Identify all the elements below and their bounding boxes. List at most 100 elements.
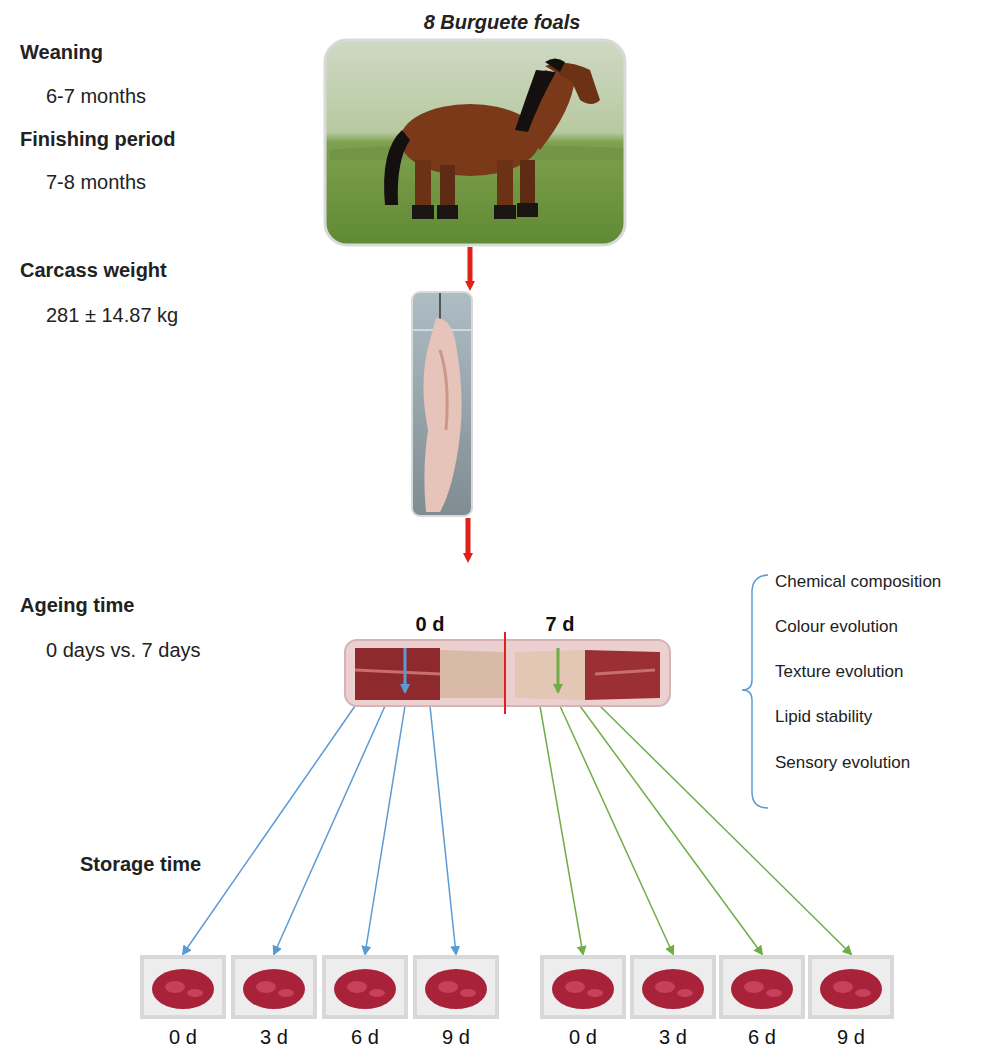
sampling-connector [430, 706, 456, 954]
note-label: Sensory evolution [775, 751, 910, 775]
loin-cut: 0 d7 d [345, 640, 670, 706]
storage-day-label: 3 d [260, 1025, 288, 1049]
shape [855, 989, 871, 997]
shape [235, 959, 313, 1015]
divider-line [504, 632, 506, 714]
steak-photo [808, 955, 894, 1019]
shape [719, 955, 805, 1019]
section-heading: Carcass weight [20, 258, 167, 282]
shape [413, 955, 499, 1019]
section-heading: Storage time [80, 852, 201, 876]
shape [630, 955, 716, 1019]
sampling-arrow [557, 648, 560, 692]
shape [677, 989, 693, 997]
shape [322, 955, 408, 1019]
steak-sample: 6 d [719, 955, 805, 1051]
steak-photo [140, 955, 226, 1019]
shape [417, 959, 495, 1015]
shape [231, 955, 317, 1019]
shape [326, 959, 404, 1015]
shape [723, 959, 801, 1015]
shape [655, 981, 675, 993]
shape [355, 648, 440, 700]
shape [144, 959, 222, 1015]
steak-sample: 9 d [808, 955, 894, 1051]
shape [187, 989, 203, 997]
shape [355, 670, 440, 674]
shape [140, 955, 226, 1019]
shape [731, 969, 793, 1009]
storage-day-label: 6 d [748, 1025, 776, 1049]
steak-photo [630, 955, 716, 1019]
shape [515, 650, 585, 700]
shape [243, 969, 305, 1009]
storage-day-label: 9 d [442, 1025, 470, 1049]
shape [152, 969, 214, 1009]
steak-photo [540, 955, 626, 1019]
note-label: 281 ± 14.87 kg [46, 303, 178, 327]
storage-day-label: 0 d [569, 1025, 597, 1049]
shape [369, 989, 385, 997]
shape [256, 981, 276, 993]
shape [345, 640, 670, 706]
steak-sample: 0 d [140, 955, 226, 1051]
shape [440, 650, 505, 698]
shape [766, 989, 782, 997]
shape [820, 969, 882, 1009]
flow-arrow [466, 518, 471, 558]
ageing-label: 7 d [546, 612, 575, 636]
steak-sample: 0 d [540, 955, 626, 1051]
shape [833, 981, 853, 993]
horse-photo [325, 40, 625, 245]
section-heading: Weaning [20, 40, 103, 64]
shape [595, 670, 655, 674]
shape [585, 650, 660, 700]
section-heading: Finishing period [20, 127, 176, 151]
shape [544, 959, 622, 1015]
shape [587, 989, 603, 997]
note-label: Lipid stability [775, 705, 872, 729]
shape [334, 969, 396, 1009]
steak-sample: 3 d [630, 955, 716, 1051]
shape [460, 989, 476, 997]
ageing-label: 0 d [416, 612, 445, 636]
storage-day-label: 6 d [351, 1025, 379, 1049]
note-label: Colour evolution [775, 615, 898, 639]
steak-sample: 9 d [413, 955, 499, 1051]
bracket [742, 575, 768, 808]
shape [642, 969, 704, 1009]
steak-sample: 3 d [231, 955, 317, 1051]
note-label: Texture evolution [775, 660, 904, 684]
carcass-photo [412, 292, 472, 516]
sampling-connector [560, 706, 673, 954]
shape [278, 989, 294, 997]
shape [347, 981, 367, 993]
note-label: Chemical composition [775, 570, 941, 594]
steak-photo [231, 955, 317, 1019]
shape [812, 959, 890, 1015]
shape [165, 981, 185, 993]
note-label: 7-8 months [46, 170, 146, 194]
sampling-connector [600, 706, 851, 954]
storage-day-label: 0 d [169, 1025, 197, 1049]
shape [744, 981, 764, 993]
shape [634, 959, 712, 1015]
shape [808, 955, 894, 1019]
shape [565, 981, 585, 993]
steak-photo [719, 955, 805, 1019]
title: 8 Burguete foals [424, 10, 581, 34]
section-heading: Ageing time [20, 593, 134, 617]
sampling-connector [365, 706, 405, 954]
sampling-connector [580, 706, 762, 954]
shape [540, 955, 626, 1019]
shape [425, 969, 487, 1009]
sampling-arrow [404, 648, 407, 692]
steak-sample: 6 d [322, 955, 408, 1051]
flow-arrow [468, 247, 473, 286]
shape [552, 969, 614, 1009]
note-label: 6-7 months [46, 84, 146, 108]
loin-photo [345, 640, 670, 726]
